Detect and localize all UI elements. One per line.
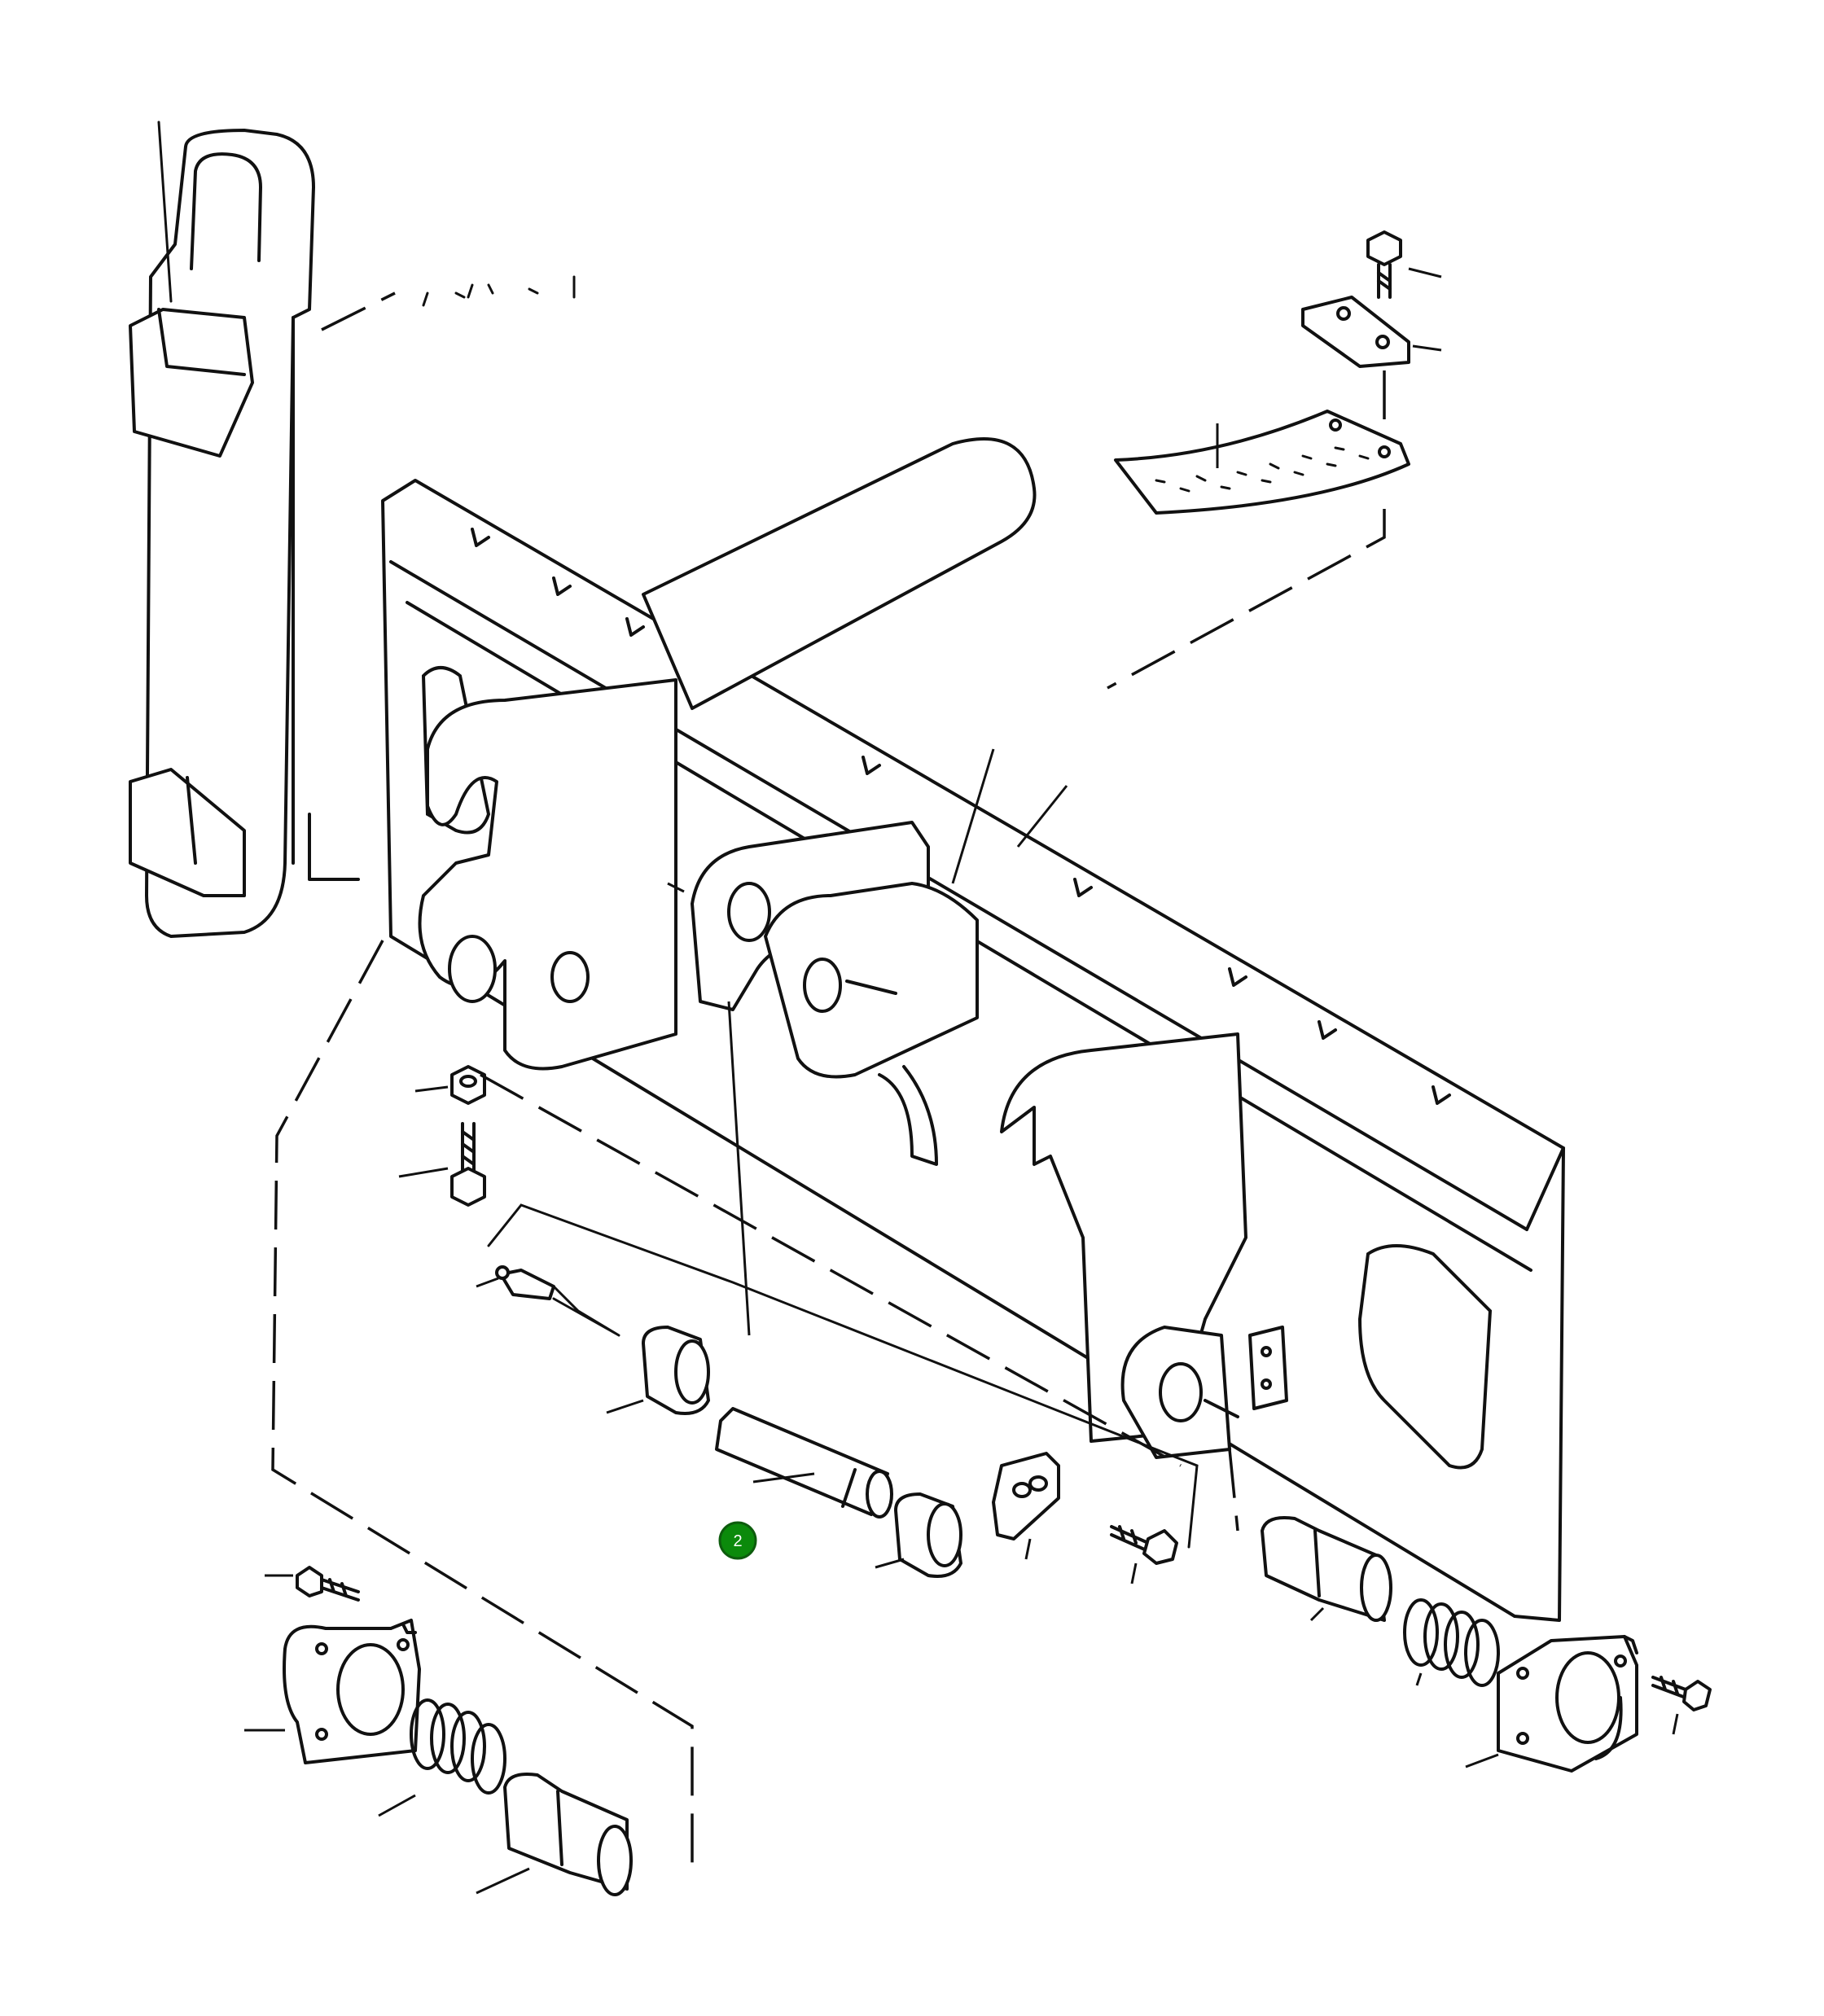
bushing-right <box>875 1492 962 1578</box>
callout-2[interactable]: 2 <box>718 1521 757 1560</box>
left-dash-outline <box>271 940 694 1873</box>
cap-screw <box>1110 1525 1178 1584</box>
fitting-leader <box>487 1203 1199 1549</box>
center-dash-line <box>480 1073 1182 1467</box>
left-lug-leader <box>667 882 685 893</box>
friction-pad <box>1114 410 1410 515</box>
bolt-left-lower <box>265 1566 360 1602</box>
pad-dash-line <box>1107 370 1386 690</box>
left-hook-lug <box>418 678 677 1071</box>
grease-fitting <box>476 1265 555 1300</box>
locknut <box>414 1065 486 1105</box>
spring-right <box>1403 1598 1500 1687</box>
pin-leader-up <box>727 1001 751 1336</box>
bushing-left <box>606 1326 710 1415</box>
flange-bearing-left <box>244 1619 421 1764</box>
fork-tine <box>129 121 396 938</box>
lug-leader <box>951 748 995 884</box>
text-marks <box>422 275 576 307</box>
flange-bearing-right <box>1465 1635 1638 1773</box>
clamp-plate <box>1301 296 1442 368</box>
callout-2-label: 2 <box>733 1532 742 1550</box>
bolt-right-lower <box>1651 1676 1712 1735</box>
retainer-bracket <box>992 1452 1060 1560</box>
sleeve-right <box>1261 1516 1392 1622</box>
sleeve-left <box>476 1773 633 1896</box>
right-dash-outline <box>1228 1448 1239 1532</box>
spring-left <box>378 1698 506 1817</box>
lug-leader-2 <box>1016 785 1068 848</box>
pivot-pin <box>715 1407 893 1519</box>
top-bolt <box>1366 230 1442 299</box>
right-hook-lug <box>1000 1032 1288 1459</box>
callout-2-circle <box>718 1521 757 1560</box>
hex-bolt-left <box>398 1122 486 1207</box>
center-lug <box>691 821 979 1166</box>
backrest-blade <box>642 437 1037 710</box>
